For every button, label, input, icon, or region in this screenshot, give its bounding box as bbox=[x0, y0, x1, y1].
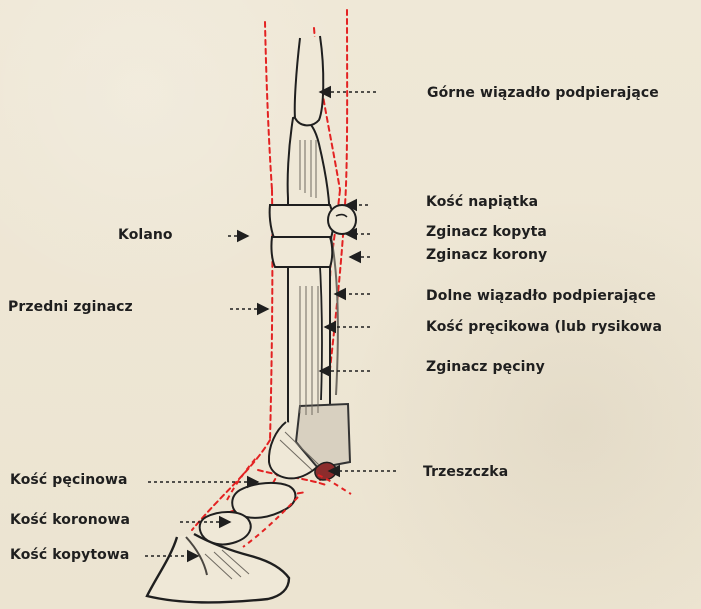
label-przedni-zginacz: Przedni zginacz bbox=[8, 300, 133, 314]
pastern-outline bbox=[232, 483, 295, 518]
red-outline-left-top bbox=[265, 22, 272, 190]
hoof-outline bbox=[147, 534, 289, 602]
label-zginacz-peciny: Zginacz pęciny bbox=[426, 360, 545, 374]
knee-outline-2 bbox=[271, 237, 332, 267]
label-kosc-kopytowa: Kość kopytowa bbox=[10, 548, 129, 562]
red-outline-right-top bbox=[345, 10, 347, 205]
label-kolano: Kolano bbox=[118, 228, 173, 242]
label-zginacz-kopyta: Zginacz kopyta bbox=[426, 225, 547, 239]
knee-outline bbox=[270, 205, 333, 238]
label-gorne-wiazadlo: Górne wiązadło podpierające bbox=[427, 86, 659, 100]
label-kosc-napiatka: Kość napiątka bbox=[426, 195, 538, 209]
upper-bone-outline bbox=[295, 36, 324, 125]
hock-knob bbox=[328, 205, 356, 234]
label-trzeszczka: Trzeszczka bbox=[423, 465, 508, 479]
bone-outline-group bbox=[147, 36, 356, 602]
label-kosc-pecinowa: Kość pęcinowa bbox=[10, 473, 128, 487]
label-zginacz-korony: Zginacz korony bbox=[426, 248, 547, 262]
label-dolne-wiazadlo: Dolne wiązadło podpierające bbox=[426, 289, 656, 303]
label-kosc-precikowa: Kość pręcikowa (lub rysikowa bbox=[426, 320, 662, 334]
label-kosc-koronowa: Kość koronowa bbox=[10, 513, 130, 527]
